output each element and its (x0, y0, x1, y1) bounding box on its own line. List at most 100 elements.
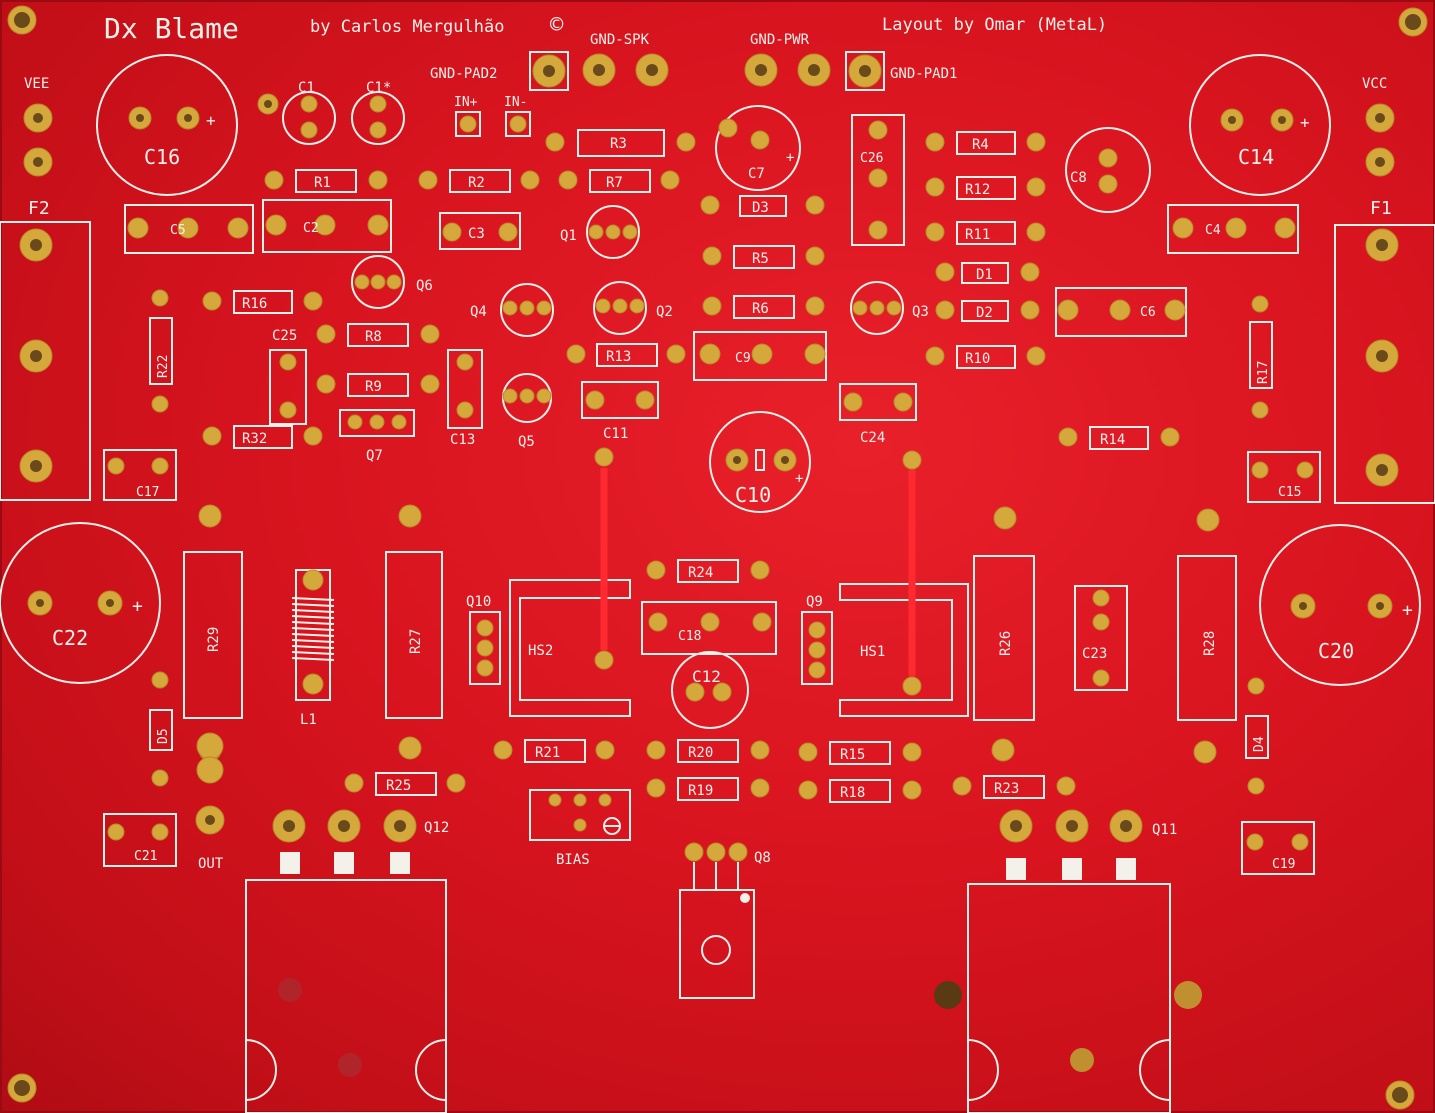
c21-label: C21 (134, 849, 157, 864)
r1-label: R1 (314, 175, 331, 191)
c3-label: C3 (468, 226, 485, 242)
c11-label: C11 (603, 426, 628, 442)
hs1-outline (839, 583, 969, 717)
r20-label: R20 (688, 745, 713, 761)
bias-label: BIAS (556, 852, 590, 868)
inductor-l1: L1 (291, 569, 335, 728)
c25-label: C25 (272, 328, 297, 344)
c12-label: C12 (692, 667, 721, 686)
c14-label: C14 (1238, 145, 1274, 169)
hs2-label: HS2 (528, 643, 553, 659)
r4-label: R4 (972, 137, 989, 153)
r27-label: R27 (408, 629, 424, 654)
out-label: OUT (198, 856, 224, 872)
c5-label: C5 (170, 223, 186, 238)
q8-label: Q8 (754, 850, 771, 866)
r14-label: R14 (1100, 432, 1125, 448)
l1-label: L1 (300, 712, 317, 728)
gnd-spk-label: GND-SPK (590, 32, 650, 48)
board-title: Dx Blame (104, 12, 239, 45)
c7-label: C7 (748, 166, 765, 182)
d5-label: D5 (156, 728, 171, 744)
plus-mark: + (786, 150, 794, 166)
gnd-pwr-label: GND-PWR (750, 32, 810, 48)
r32-label: R32 (242, 431, 267, 447)
r10-label: R10 (965, 351, 990, 367)
vcc-label: VCC (1362, 76, 1387, 92)
plus-mark: + (1300, 113, 1310, 132)
d4-label: D4 (1252, 736, 1267, 752)
c8-label: C8 (1070, 170, 1087, 186)
plus-mark: + (206, 111, 216, 130)
vee-label: VEE (24, 76, 49, 92)
r5-label: R5 (752, 251, 769, 267)
r28-label: R28 (1202, 631, 1218, 656)
hs2-outline (509, 579, 631, 717)
diodes: D3 D1 D2 D5 D4 (149, 195, 1269, 795)
film-caps: C5 C2 C3 C4 C6 C26 C9 C11 C24 C13 C25 (103, 114, 1321, 875)
q3-label: Q3 (912, 304, 929, 320)
layout-credit: Layout by Omar (MetaL) (882, 15, 1107, 35)
c1-label: C1 (298, 80, 315, 96)
plus-mark: + (132, 596, 143, 617)
r25-label: R25 (386, 778, 411, 794)
c4-label: C4 (1205, 223, 1221, 238)
resistors-vertical: R22 R17 R29 R27 R26 R28 (149, 289, 1273, 764)
q4-label: Q4 (470, 304, 487, 320)
c15-label: C15 (1278, 485, 1301, 500)
q6-label: Q6 (416, 278, 433, 294)
c20-label: C20 (1318, 639, 1354, 663)
q1-label: Q1 (560, 228, 577, 244)
f1-label: F1 (1370, 198, 1392, 219)
r7-label: R7 (606, 175, 623, 191)
r9-label: R9 (365, 379, 382, 395)
output-transistors: Q12 Q11 (245, 809, 1177, 1113)
r3-label: R3 (610, 136, 627, 152)
q2-label: Q2 (656, 304, 673, 320)
c17-label: C17 (136, 485, 159, 500)
r2-label: R2 (468, 175, 485, 191)
driver-stage: Q10 HS2 Q9 HS1 (466, 447, 969, 717)
mounting-holes (7, 5, 1428, 1110)
c1s-label: C1* (366, 80, 391, 96)
bias-transistor-q8: Q8 (679, 842, 771, 999)
r18-label: R18 (840, 785, 865, 801)
q7-label: Q7 (366, 448, 383, 464)
c24-label: C24 (860, 430, 885, 446)
q5-label: Q5 (518, 434, 535, 450)
resistors-horizontal: R1 R2 R3 R7 R4 R12 R11 R10 R5 (202, 129, 1180, 803)
c22-label: C22 (52, 626, 88, 650)
bulk-capacitors: + C16 + C14 + C22 + C20 + C10 (0, 54, 1421, 686)
output-pads: OUT (195, 732, 225, 872)
r12-label: R12 (965, 182, 990, 198)
small-transistors: Q1 Q6 Q4 Q2 Q3 Q5 Q7 IN+ IN- (339, 95, 929, 464)
c26-label: C26 (860, 151, 883, 166)
gnd-pads: GND-PAD2 GND-SPK GND-PWR GND-PAD1 (430, 32, 957, 91)
d3-label: D3 (752, 200, 769, 216)
d2-label: D2 (976, 305, 993, 321)
c6-label: C6 (1140, 305, 1156, 320)
q12-label: Q12 (424, 820, 449, 836)
c18-label: C18 (678, 629, 701, 644)
r19-label: R19 (688, 783, 713, 799)
r23-label: R23 (994, 781, 1019, 797)
d1-label: D1 (976, 267, 993, 283)
q10-label: Q10 (466, 594, 491, 610)
r29-label: R29 (206, 627, 222, 652)
gnd-pad2-label: GND-PAD2 (430, 66, 497, 82)
r26-label: R26 (998, 631, 1014, 656)
plus-mark: + (1402, 600, 1413, 621)
c9-label: C9 (735, 351, 751, 366)
hs1-label: HS1 (860, 644, 885, 660)
small-caps: C1 C1* C7 + C8 C12 (257, 80, 1151, 729)
board-author: by Carlos Mergulhão (310, 17, 504, 37)
c19-label: C19 (1272, 857, 1295, 872)
r13-label: R13 (606, 349, 631, 365)
r22-label: R22 (156, 355, 171, 378)
r16-label: R16 (242, 296, 267, 312)
copyright-mark: © (550, 13, 564, 38)
c23-label: C23 (1082, 646, 1107, 662)
c16-label: C16 (144, 145, 180, 169)
gnd-pad1-label: GND-PAD1 (890, 66, 957, 82)
